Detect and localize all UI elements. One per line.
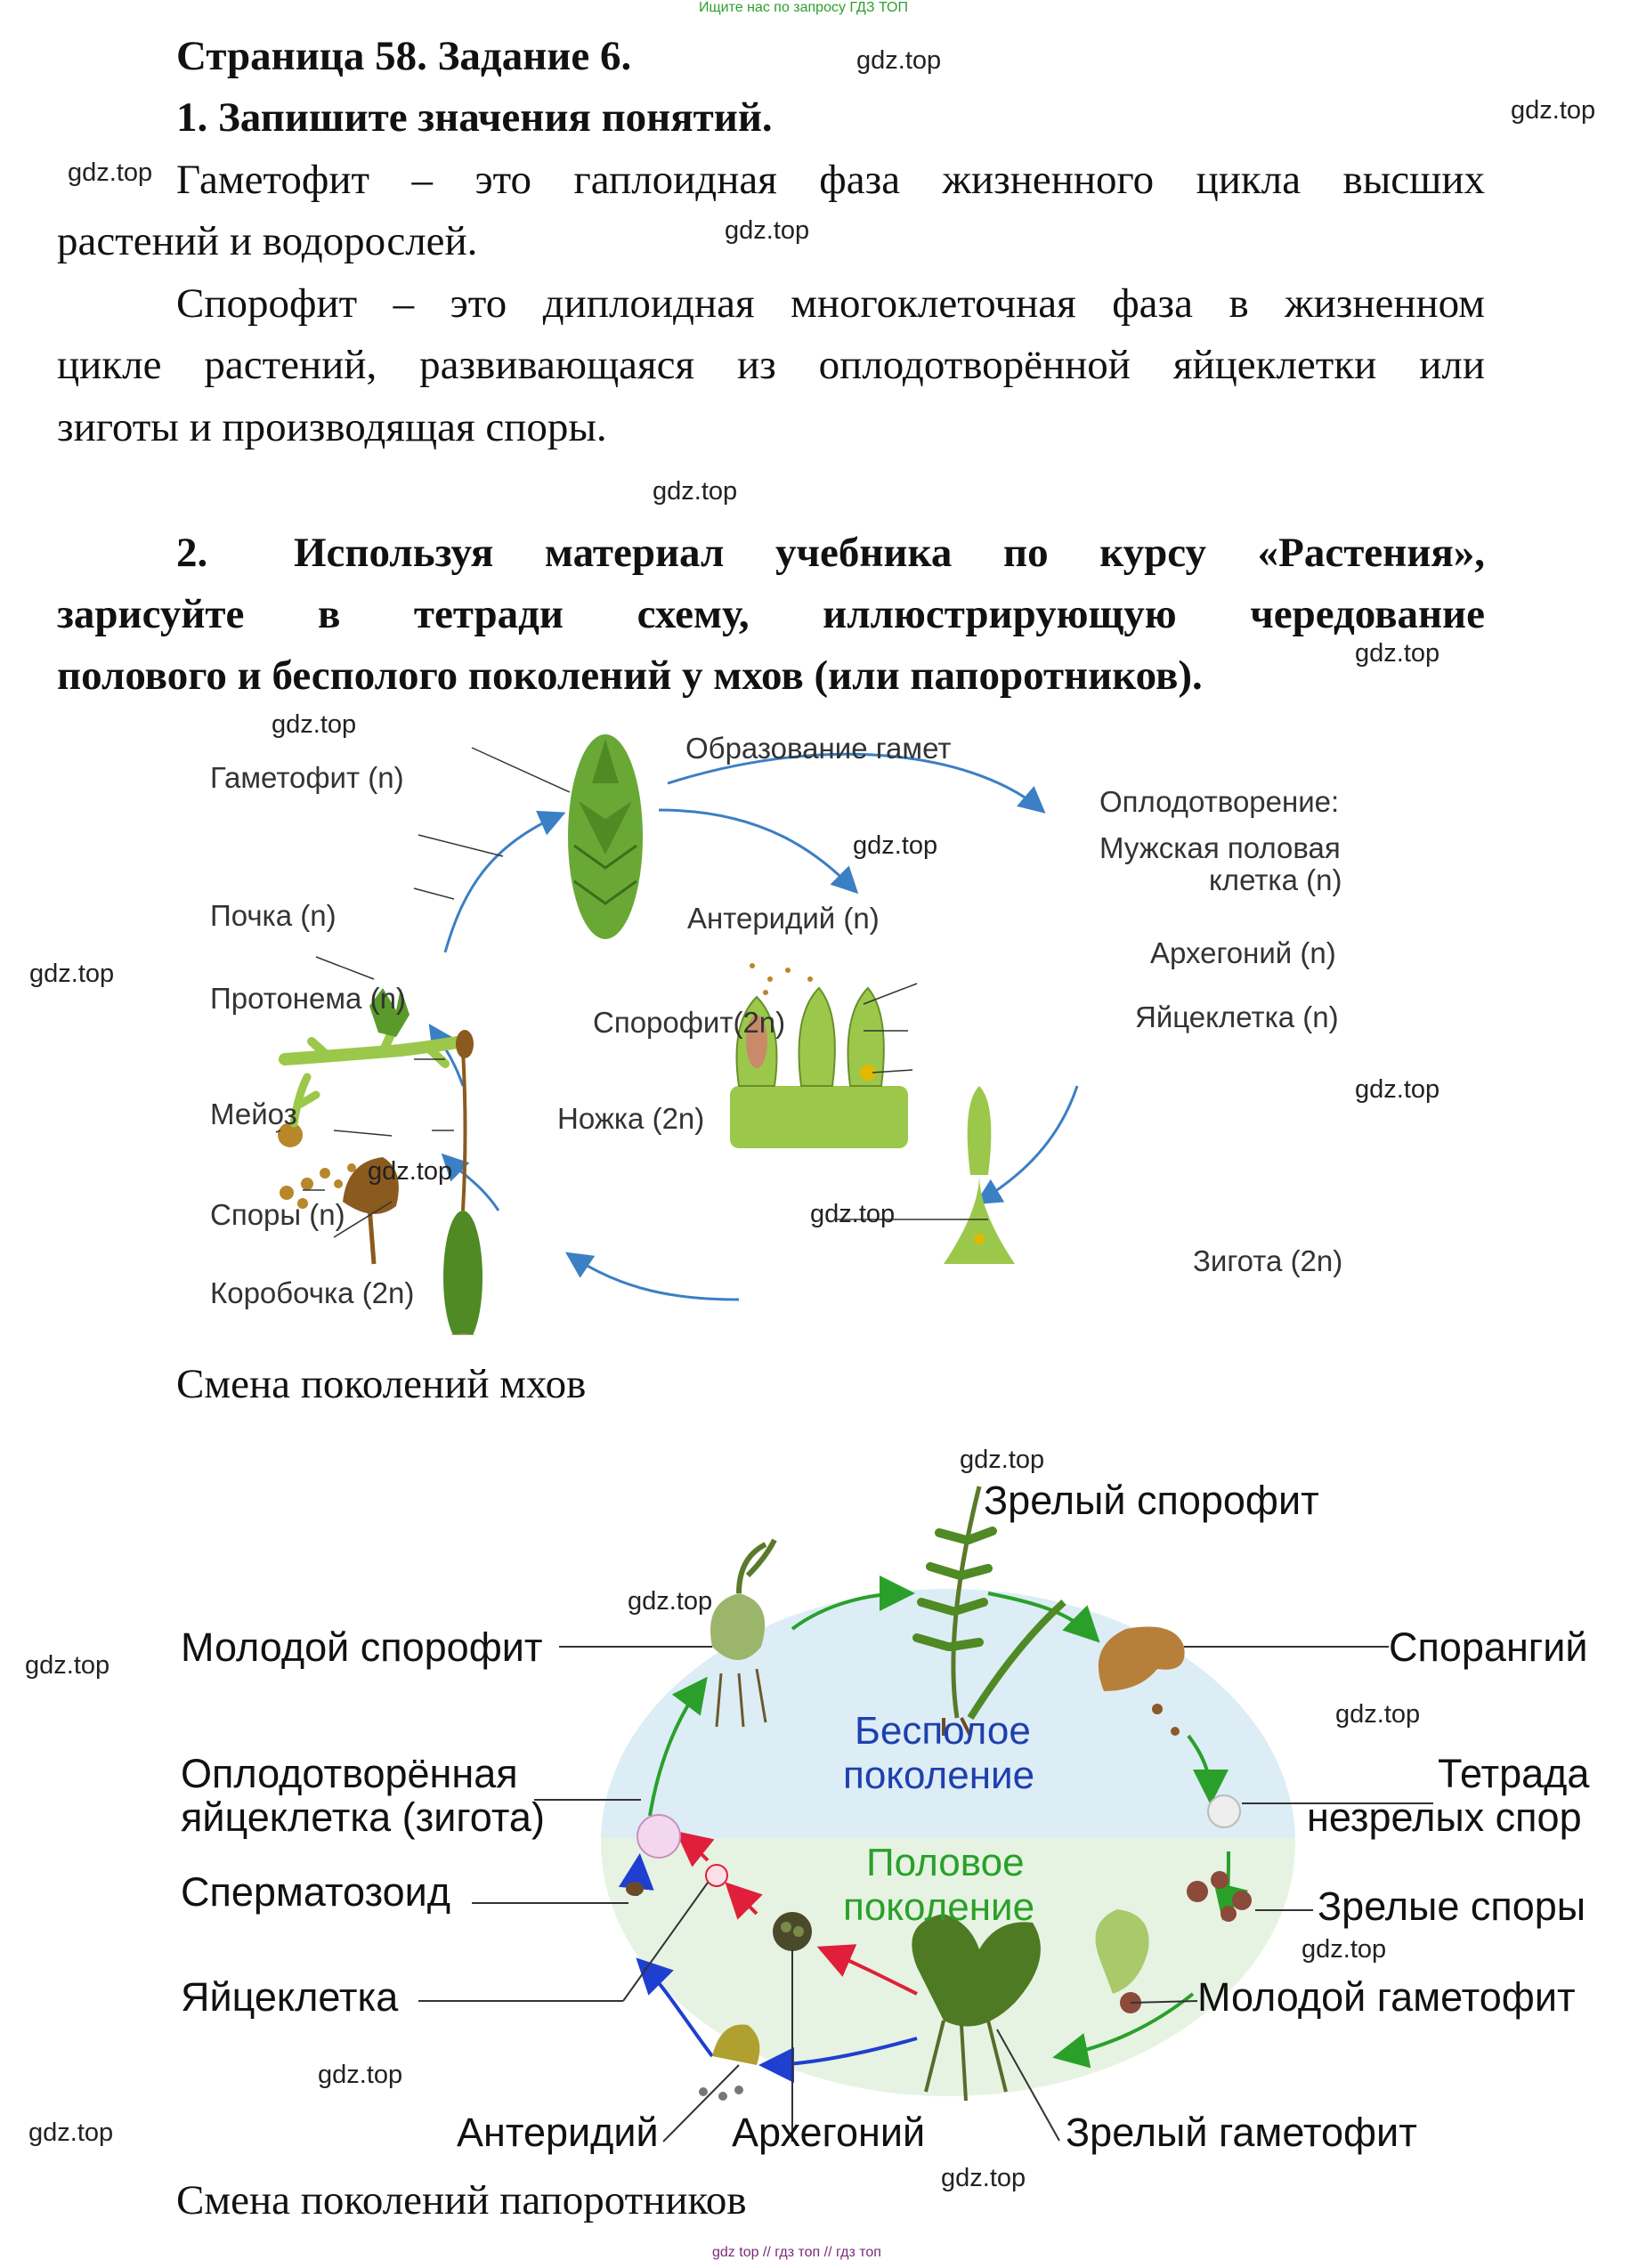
fern-mature-sporophyte: [912, 1486, 1066, 1737]
fern-young-sporophyte: [710, 1538, 777, 1728]
moss-label-egg: Яйцеклетка (n): [1135, 1000, 1339, 1033]
watermark: gdz.top: [1355, 1075, 1440, 1104]
moss-zygote-shoot: [944, 1086, 1015, 1264]
question-2-number: 2.: [176, 530, 208, 576]
moss-caption: Смена поколений мхов: [176, 1361, 587, 1407]
arrow-gamete-formation: [667, 752, 1046, 814]
moss-meiosis-spore: [278, 1073, 320, 1147]
sporophyte-def-line2: цикле растений, развивающаяся из оплодот…: [57, 342, 1485, 388]
watermark: gdz.top: [28, 2118, 114, 2147]
watermark: gdz.top: [725, 216, 810, 245]
fern-label-young-sporophyte: Молодой спорофит: [181, 1624, 543, 1670]
arrow-to-antheridium: [658, 808, 859, 895]
watermark: gdz.top: [368, 1157, 453, 1186]
fern-mature-spores: [1187, 1871, 1252, 1922]
fern-cycle-diagram: [418, 1486, 1433, 2142]
moss-label-spores: Споры (n): [210, 1198, 345, 1231]
fern-label-fertilized-2: яйцеклетка (зигота): [181, 1794, 545, 1840]
sporophyte-def-line3: зиготы и производящая споры.: [57, 404, 607, 450]
fern-sperm: [626, 1882, 644, 1896]
bottom-banner: gdz top // гдз топ // гдз топ: [712, 2245, 881, 2260]
question-1: 1. Запишите значения понятий.: [176, 94, 773, 141]
moss-spores: [280, 1163, 356, 1209]
watermark: gdz.top: [29, 960, 115, 988]
fern-label-sperm: Сперматозоид: [181, 1869, 451, 1915]
moss-sporophyte: [443, 1030, 483, 1335]
moss-capsule: [343, 1157, 399, 1265]
moss-label-meiosis: Мейоз: [210, 1098, 297, 1130]
fern-sporangium: [1098, 1626, 1185, 1736]
moss-label-zygote: Зигота (2n): [1193, 1244, 1343, 1277]
moss-label-protonema: Протонема (n): [210, 982, 406, 1015]
fern-label-tetrad-1: Тетрада: [1438, 1751, 1590, 1796]
watermark: gdz.top: [318, 2061, 403, 2089]
fern-antheridium-small: [699, 2024, 760, 2101]
arrow-to-gametophyte: [443, 810, 566, 953]
fern-egg-cell: [705, 1864, 728, 1887]
arrow-to-zygote: [974, 1085, 1079, 1205]
moss-label-bud: Почка (n): [210, 899, 337, 932]
moss-label-stalk: Ножка (2n): [557, 1102, 705, 1135]
watermark: gdz.top: [25, 1651, 110, 1680]
fern-mature-gametophyte: [912, 1914, 1041, 2102]
question-2-line1: Используя материал учебника по курсу «Ра…: [294, 530, 1485, 576]
watermark: gdz.top: [1302, 1935, 1387, 1964]
fern-archegonium-small: [773, 1912, 812, 1951]
question-2-line3: полового и бесполого поколений у мхов (и…: [57, 652, 1203, 699]
fern-label-mature-sporophyte: Зрелый спорофит: [984, 1478, 1319, 1523]
question-2-line2: зарисуйте в тетради схему, иллюстрирующу…: [57, 591, 1485, 637]
moss-label-fertilization: Оплодотворение:: [1099, 785, 1340, 818]
fern-label-sporangium: Спорангий: [1389, 1624, 1588, 1670]
moss-label-sporophyte: Спорофит(2n): [593, 1006, 786, 1039]
watermark: gdz.top: [810, 1200, 896, 1228]
moss-label-archegonium: Архегоний (n): [1150, 936, 1336, 969]
moss-gametophyte-shoot: [568, 734, 643, 939]
fern-label-sexual-2: поколение: [843, 1885, 1035, 1929]
fern-label-archegonium: Архегоний: [732, 2110, 926, 2155]
moss-antheridium-archegonium: [730, 963, 908, 1148]
top-banner: Ищите нас по запросу ГДЗ ТОП: [699, 0, 908, 15]
moss-protonema: [279, 988, 469, 1068]
fern-label-young-gametophyte: Молодой гаметофит: [1197, 1974, 1576, 2020]
moss-cycle-diagram: [275, 734, 1079, 1335]
watermark: gdz.top: [941, 2164, 1026, 2192]
moss-label-gametophyte: Гаметофит (n): [210, 761, 404, 794]
gametophyte-def-line2: растений и водорослей.: [57, 218, 478, 264]
moss-label-capsule: Коробочка (2n): [210, 1276, 415, 1309]
fern-label-asexual-1: Бесполое: [855, 1709, 1031, 1753]
gametophyte-def-line1: Гаметофит – это гаплоидная фаза жизненно…: [176, 157, 1485, 203]
fern-label-mature-gametophyte: Зрелый гаметофит: [1066, 2110, 1417, 2155]
moss-label-gamete-formation: Образование гамет: [685, 732, 952, 765]
moss-label-male-cell-2: клетка (n): [1209, 863, 1342, 896]
fern-label-fertilized-1: Оплодотворённая: [181, 1751, 518, 1796]
fern-label-antheridium: Антеридий: [457, 2110, 659, 2155]
fern-caption: Смена поколений папоротников: [176, 2177, 747, 2223]
arrow-to-capsule: [565, 1251, 740, 1301]
watermark: gdz.top: [856, 46, 942, 75]
fern-label-sexual-1: Половое: [866, 1841, 1025, 1884]
watermark: gdz.top: [628, 1587, 713, 1616]
watermark: gdz.top: [272, 710, 357, 739]
sporophyte-def-line1: Спорофит – это диплоидная многоклеточная…: [176, 280, 1485, 327]
fern-label-asexual-2: поколение: [843, 1754, 1035, 1797]
arrow-to-spores: [441, 1153, 500, 1211]
moss-label-antheridium: Антеридий (n): [687, 902, 880, 935]
watermark: gdz.top: [68, 158, 153, 187]
watermark: gdz.top: [1355, 639, 1440, 668]
moss-label-male-cell-1: Мужская половая: [1099, 831, 1341, 864]
arrow-to-protonema: [428, 1024, 465, 1087]
watermark: gdz.top: [853, 831, 938, 860]
page-heading: Страница 58. Задание 6.: [176, 33, 632, 79]
watermark: gdz.top: [653, 477, 738, 506]
fern-label-egg: Яйцеклетка: [181, 1974, 399, 2020]
fern-zygote-cell: [637, 1814, 681, 1859]
fern-tetrad: [1207, 1794, 1241, 1828]
watermark: gdz.top: [960, 1446, 1045, 1474]
watermark: gdz.top: [1511, 96, 1596, 125]
watermark: gdz.top: [1335, 1700, 1421, 1729]
fern-label-mature-spores: Зрелые споры: [1318, 1883, 1586, 1929]
fern-label-tetrad-2: незрелых спор: [1307, 1794, 1582, 1840]
